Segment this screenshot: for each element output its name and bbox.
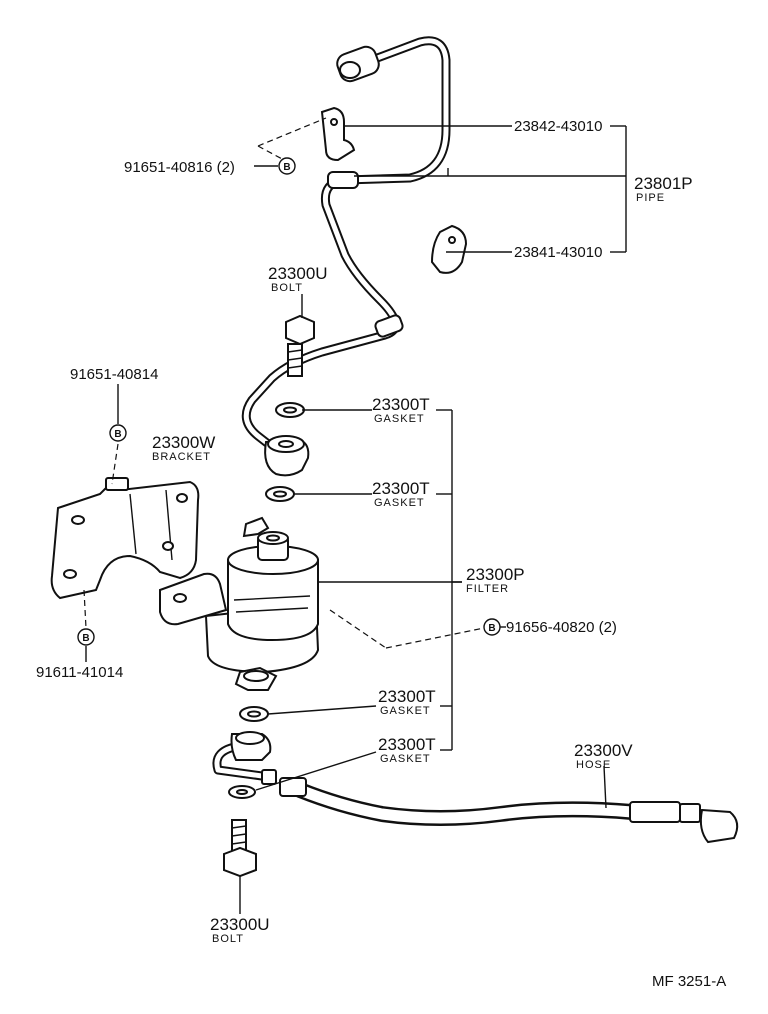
label-bracket-bolt-lower: 91611-41014 <box>36 664 123 681</box>
label-bolt-lower-desc: BOLT <box>212 933 244 945</box>
b-marker-bracket-lower: B <box>77 628 95 646</box>
label-pipe-number: 23801P <box>634 174 693 193</box>
label-filter-bolt: 91656-40820 (2) <box>506 619 617 636</box>
label-hose-number: 23300V <box>574 741 633 760</box>
bolt-upper-part <box>285 314 315 377</box>
dash-clip-upper-b <box>257 145 285 161</box>
gasket-4-part <box>228 785 256 799</box>
svg-text:B: B <box>488 623 495 634</box>
fuel-pipe <box>241 36 451 477</box>
gasket-3-part <box>239 706 269 722</box>
label-bolt-lower-number: 23300U <box>210 915 270 934</box>
label-filter-desc: FILTER <box>466 583 509 595</box>
svg-text:B: B <box>283 162 290 173</box>
label-gasket-1-number: 23300T <box>372 395 430 414</box>
pipe-clamp-upper-part <box>320 106 356 162</box>
svg-text:B: B <box>82 633 89 644</box>
label-clip-upper: 91651-40816 (2) <box>124 159 235 176</box>
pipe-sleeve-upper <box>327 171 359 189</box>
label-pipe-clamp-lower: 23841-43010 <box>514 244 602 261</box>
dash-filter-bolt-b <box>385 627 485 649</box>
fuel-filter-part <box>159 516 320 691</box>
label-gasket-2-desc: GASKET <box>374 497 425 509</box>
pipe-flare-nut-upper <box>336 45 380 83</box>
pipe-sleeve-middle <box>374 314 404 338</box>
pipe-union-fitting <box>264 435 310 477</box>
pipe-clamp-lower-part <box>430 224 468 274</box>
dash-bracket-bolt-upper <box>111 443 119 485</box>
fuel-hose-part <box>261 769 739 844</box>
leader-lines <box>85 125 627 914</box>
label-gasket-3-desc: GASKET <box>380 705 431 717</box>
gasket-2-part <box>265 486 295 502</box>
label-bolt-upper-desc: BOLT <box>271 282 303 294</box>
label-hose-desc: HOSE <box>576 759 611 771</box>
svg-text:B: B <box>114 429 121 440</box>
label-gasket-4-desc: GASKET <box>380 753 431 765</box>
figure-code: MF 3251-A <box>652 973 726 990</box>
bracket-part <box>50 477 200 600</box>
label-gasket-2-number: 23300T <box>372 479 430 498</box>
label-bracket-bolt-upper: 91651-40814 <box>70 366 158 383</box>
label-pipe-clamp-upper: 23842-43010 <box>514 118 602 135</box>
b-marker-bracket-upper: B <box>109 424 127 442</box>
dash-clip-upper-a <box>257 117 327 147</box>
gasket-1-part <box>275 402 305 418</box>
label-bolt-upper-number: 23300U <box>268 264 328 283</box>
bolt-lower-part <box>223 819 257 878</box>
dash-filter-bolt-a <box>329 609 387 649</box>
b-marker-filter-bolt: B <box>483 618 501 636</box>
label-pipe-desc: PIPE <box>636 192 665 204</box>
label-bracket-desc: BRACKET <box>152 451 211 463</box>
dash-bracket-bolt-lower <box>83 589 87 629</box>
label-gasket-3-number: 23300T <box>378 687 436 706</box>
label-filter-number: 23300P <box>466 565 525 584</box>
b-marker-clip-upper: B <box>278 157 296 175</box>
label-gasket-1-desc: GASKET <box>374 413 425 425</box>
label-bracket-number: 23300W <box>152 433 215 452</box>
label-gasket-4-number: 23300T <box>378 735 436 754</box>
lower-union-fitting <box>212 731 272 781</box>
